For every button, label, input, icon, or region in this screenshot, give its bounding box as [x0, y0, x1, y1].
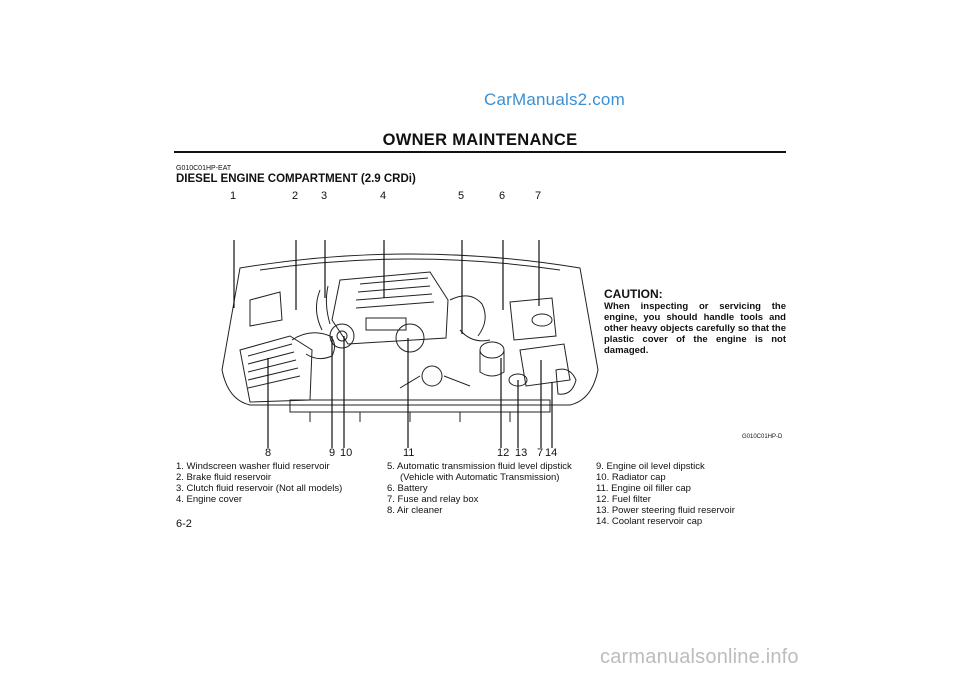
- callout-2: 2: [292, 190, 299, 202]
- header-rule: [174, 151, 786, 153]
- legend-item: 10. Radiator cap: [596, 472, 666, 483]
- callout-7-bottom: 7: [537, 447, 544, 459]
- page-number: 6-2: [176, 518, 192, 530]
- callout-9: 9: [329, 447, 336, 459]
- legend-item: 2. Brake fluid reservoir: [176, 472, 272, 483]
- page-title: OWNER MAINTENANCE: [382, 131, 578, 149]
- legend-item: 12. Fuel filter: [596, 494, 651, 505]
- caution-body: When inspecting or servicing the engine,…: [604, 301, 786, 356]
- legend-item: 13. Power steering fluid reservoir: [596, 505, 735, 516]
- legend-item: 3. Clutch fluid reservoir (Not all model…: [176, 483, 343, 494]
- legend-item: 7. Fuse and relay box: [387, 494, 479, 505]
- callout-4: 4: [380, 190, 387, 202]
- legend-item: 8. Air cleaner: [387, 505, 443, 516]
- callout-3: 3: [321, 190, 328, 202]
- section-code: G010C01HP-EAT: [176, 165, 232, 172]
- legend-item: 11. Engine oil filler cap: [596, 483, 691, 494]
- watermark-top: CarManuals2.com: [484, 90, 625, 109]
- callout-7: 7: [535, 190, 542, 202]
- legend-item: 4. Engine cover: [176, 494, 243, 505]
- callout-5: 5: [458, 190, 465, 202]
- callout-14: 14: [545, 447, 558, 459]
- legend-column-2: 5. Automatic transmission fluid level di…: [387, 461, 572, 516]
- callout-13: 13: [515, 447, 528, 459]
- callout-1: 1: [230, 190, 237, 202]
- legend-item: 1. Windscreen washer fluid reservoir: [176, 461, 330, 472]
- section-title: DIESEL ENGINE COMPARTMENT (2.9 CRDi): [176, 173, 416, 185]
- callout-11: 11: [403, 447, 415, 459]
- legend-item-continuation: (Vehicle with Automatic Transmission): [400, 472, 560, 483]
- watermark-bottom: carmanualsonline.info: [600, 646, 799, 668]
- legend-item: 5. Automatic transmission fluid level di…: [387, 461, 572, 472]
- callout-12: 12: [497, 447, 510, 459]
- figure-code: G010C01HP-D: [742, 434, 783, 440]
- legend-item: 6. Battery: [387, 483, 428, 494]
- legend-column-3: 9. Engine oil level dipstick 10. Radiato…: [596, 461, 735, 527]
- callout-10: 10: [340, 447, 353, 459]
- legend-item: 14. Coolant reservoir cap: [596, 516, 703, 527]
- legend-item: 9. Engine oil level dipstick: [596, 461, 705, 472]
- engine-compartment-illustration: [221, 240, 599, 448]
- caution-title: CAUTION:: [604, 287, 663, 301]
- callout-8: 8: [265, 447, 272, 459]
- legend-column-1: 1. Windscreen washer fluid reservoir 2. …: [176, 461, 342, 505]
- callout-6: 6: [499, 190, 506, 202]
